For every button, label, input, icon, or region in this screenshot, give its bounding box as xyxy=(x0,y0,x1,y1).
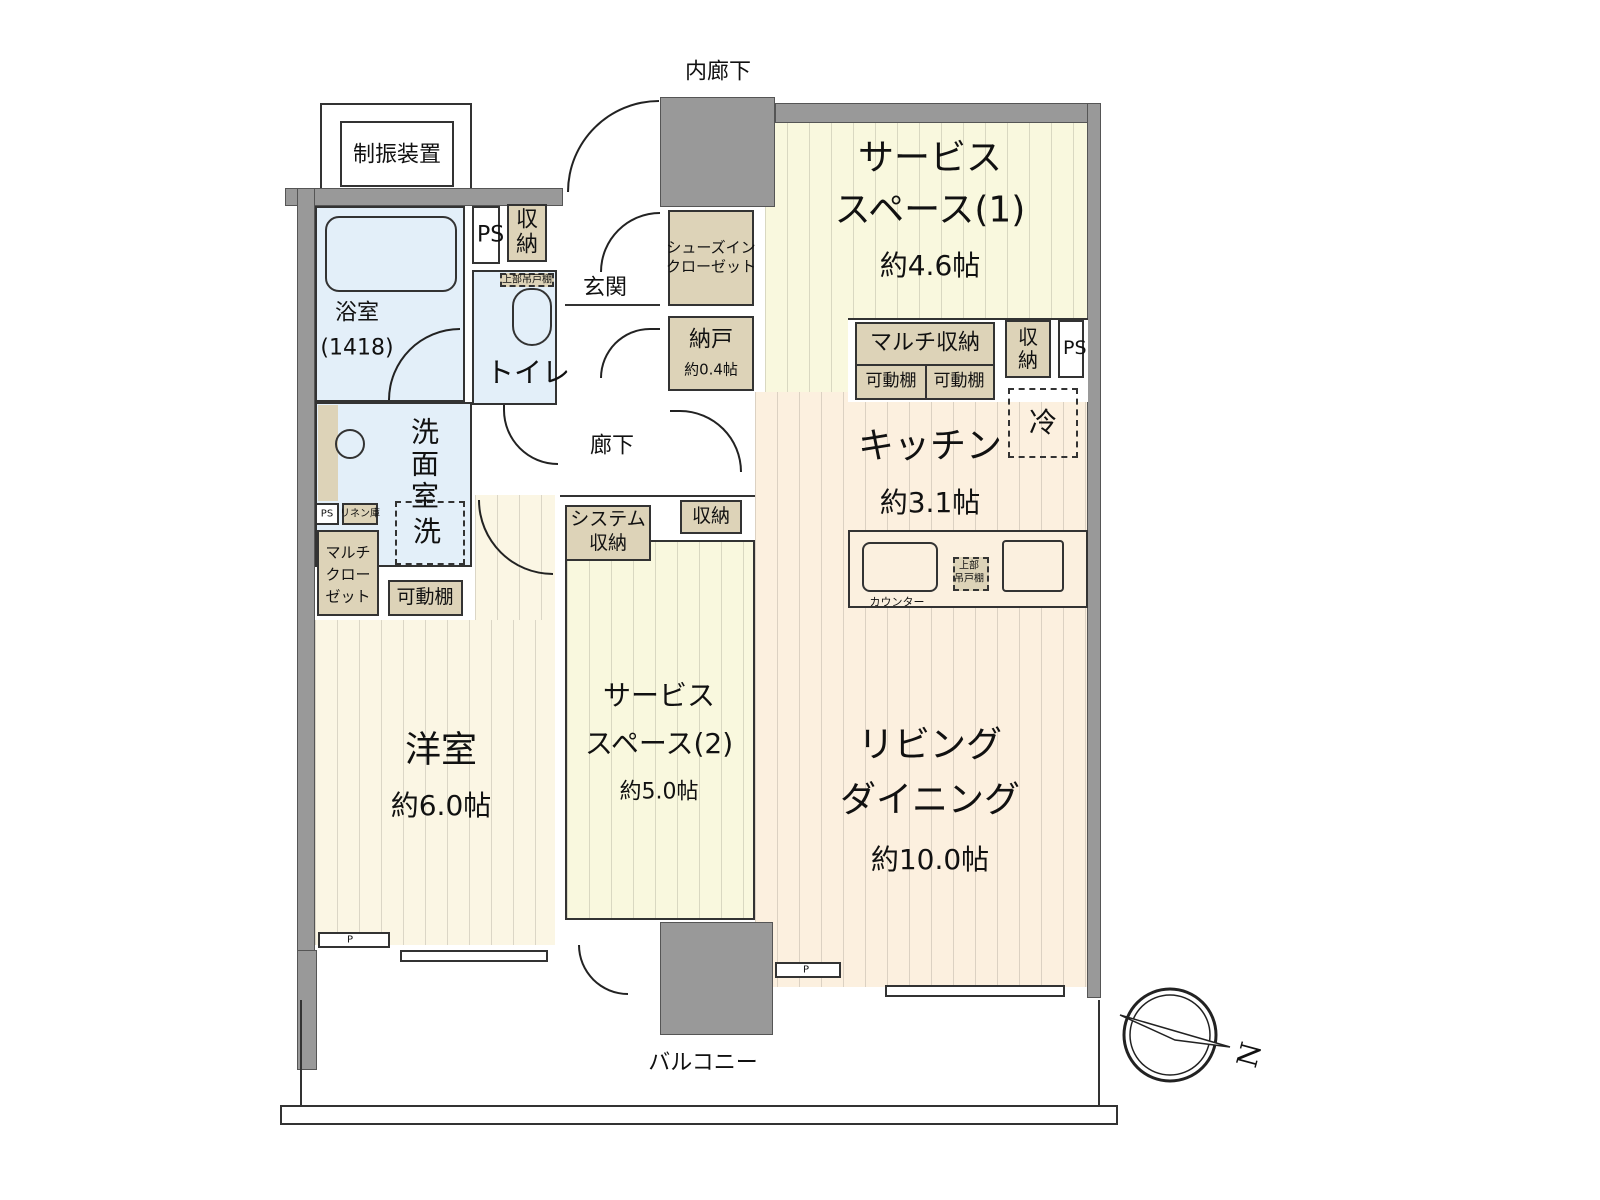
balcony-rail xyxy=(280,1105,1118,1125)
ldk-door[interactable] xyxy=(670,410,742,472)
ldk-label-1: リビング xyxy=(857,724,1003,766)
room-western xyxy=(315,620,555,945)
shoes-closet-label-1: シューズイン xyxy=(666,238,756,257)
washroom-label: 洗面室 xyxy=(410,415,439,514)
window-western[interactable] xyxy=(400,950,548,962)
kitchen-counter xyxy=(848,530,1088,608)
storage-top-label: 収納 xyxy=(515,207,538,258)
multi-closet xyxy=(317,530,379,616)
ss1-label-2: スペース(1) xyxy=(834,189,1026,231)
upper-cabinet-toilet-label: 上部吊戸棚 xyxy=(502,274,552,286)
multi-storage-label: マルチ収納 xyxy=(869,330,981,356)
fridge-label: 冷 xyxy=(1028,405,1058,439)
ps-box-1 xyxy=(472,206,500,264)
balcony-label: バルコニー xyxy=(648,1050,758,1076)
wall-bottom-left xyxy=(297,950,317,1070)
multi-closet-label-1: マルチ xyxy=(325,543,371,562)
washer-space xyxy=(395,501,465,565)
ps-label-2: PS xyxy=(1063,337,1087,360)
ss2-label-1: サービス xyxy=(602,678,716,712)
bathroom-label: 浴室 xyxy=(334,300,380,326)
movable-shelf-label-1: 可動棚 xyxy=(396,586,454,609)
ps-label-small: PS xyxy=(320,508,334,520)
upper-cabinet-toilet xyxy=(500,273,554,287)
pipe-box-1 xyxy=(318,932,390,948)
bathroom-size: (1418) xyxy=(320,335,394,361)
damper-area xyxy=(320,103,472,193)
sink-icon xyxy=(335,429,365,459)
wall-left xyxy=(297,188,315,968)
wall-right xyxy=(1087,103,1101,998)
movable-shelf-washroom xyxy=(388,580,463,616)
shoes-closet-label-2: クローゼット xyxy=(665,257,757,276)
kitchen-area: 約3.1帖 xyxy=(879,485,981,519)
balcony xyxy=(300,1000,1100,1105)
storage-kitchen-label: 収納 xyxy=(1018,325,1038,372)
western-room-label: 洋室 xyxy=(404,729,478,771)
toilet-label: トイレ xyxy=(485,355,571,389)
ss2-label-2: スペース(2) xyxy=(584,726,734,760)
system-storage xyxy=(565,505,651,561)
corridor-label: 内廊下 xyxy=(684,59,752,85)
multi-closet-label-2: クロー xyxy=(325,565,371,584)
storeroom-label: 納戸 xyxy=(688,327,734,353)
entrance-label: 玄関 xyxy=(582,275,628,301)
system-storage-label-1: システム xyxy=(570,508,646,531)
ldk-label-2: ダイニング xyxy=(839,779,1021,821)
linen-label: リネン庫 xyxy=(340,508,380,520)
bathtub-icon xyxy=(325,216,457,292)
ss2-area: 約5.0帖 xyxy=(619,779,699,805)
fridge-space xyxy=(1008,388,1078,458)
ss1-area: 約4.6帖 xyxy=(879,248,981,282)
upper-cabinet-label-1: 上部 xyxy=(959,560,979,572)
kitchen-label: キッチン xyxy=(857,425,1003,467)
storage-kitchen xyxy=(1005,320,1051,378)
storage-hall xyxy=(680,500,742,534)
movable-shelf-label-3: 可動棚 xyxy=(933,371,985,392)
ldk-area: 約10.0帖 xyxy=(870,842,990,876)
window-ldk[interactable] xyxy=(885,985,1065,997)
storeroom xyxy=(668,316,754,391)
ps-box-2 xyxy=(1058,320,1084,378)
room-service-space-2 xyxy=(565,540,755,920)
multi-closet-label-3: ゼット xyxy=(325,587,371,606)
movable-shelf-label-2: 可動棚 xyxy=(865,371,917,392)
room-living-dining xyxy=(755,392,1087,987)
toilet-icon xyxy=(512,288,552,346)
pipe-box-2 xyxy=(775,962,841,978)
upper-cabinet-label-2: 吊戸棚 xyxy=(954,573,984,585)
storage-top xyxy=(507,204,547,262)
stove-icon xyxy=(1002,540,1064,592)
shoes-in-closet xyxy=(668,210,754,306)
pipe-label-1: P xyxy=(346,934,354,946)
ss1-label-1: サービス xyxy=(857,137,1003,179)
multi-storage xyxy=(855,322,995,400)
counter-label: カウンター xyxy=(869,595,925,609)
pillar-top xyxy=(660,97,775,207)
damper-label: 制振装置 xyxy=(352,142,442,168)
room-toilet xyxy=(472,270,557,405)
front-door[interactable] xyxy=(567,100,659,192)
storeroom-area: 約0.4帖 xyxy=(684,360,738,379)
pipe-label-2: P xyxy=(802,964,810,976)
western-room-area: 約6.0帖 xyxy=(390,788,492,822)
wall-top-left xyxy=(285,188,563,206)
washer-label: 洗 xyxy=(412,514,442,548)
balcony-door[interactable] xyxy=(578,945,628,995)
system-storage-label-2: 収納 xyxy=(588,532,628,555)
wall-top-right xyxy=(775,103,1100,123)
ps-label-1: PS xyxy=(477,222,505,248)
compass-icon xyxy=(1119,987,1231,1083)
storage-hall-label: 収納 xyxy=(691,505,731,528)
pillar-bottom xyxy=(660,922,773,1035)
kitchen-sink-icon xyxy=(862,542,938,592)
hallway-label: 廊下 xyxy=(589,433,635,459)
